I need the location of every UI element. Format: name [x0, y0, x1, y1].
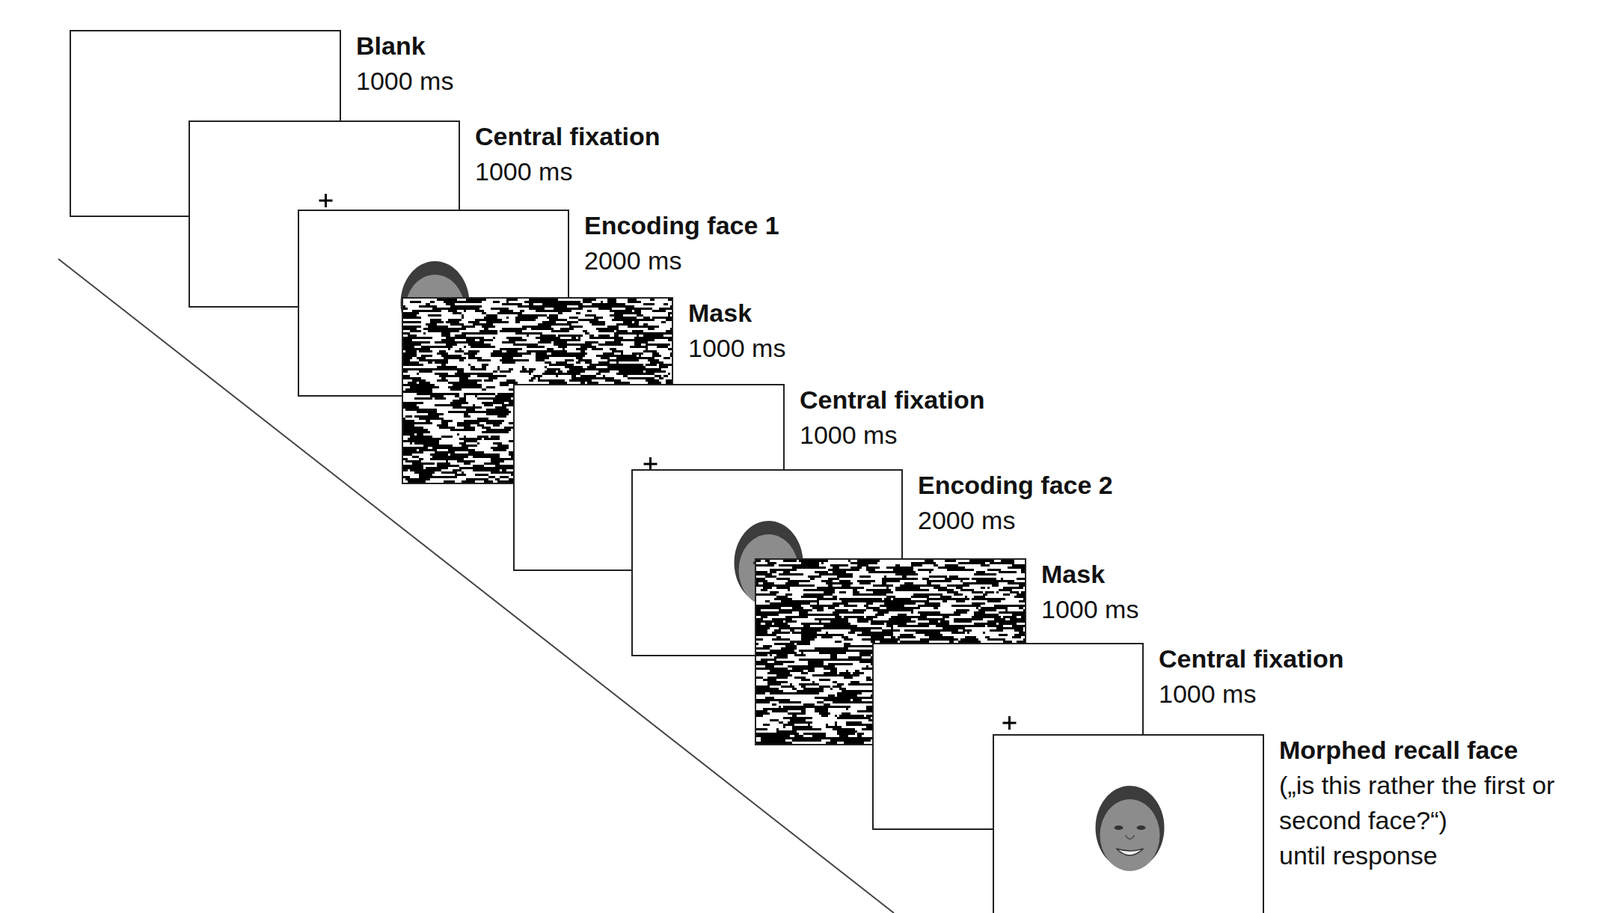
screen-label: Encoding face 12000 ms: [584, 207, 780, 279]
screen-title: Central fixation: [474, 118, 660, 155]
screen-label: Mask1000 ms: [1041, 556, 1139, 627]
screen-title: Central fixation: [1158, 641, 1344, 677]
screen-title: Morphed recall face: [1279, 732, 1594, 768]
screen-title: Blank: [356, 28, 454, 64]
screen-label: Blank1000 ms: [356, 28, 454, 99]
screen-title: Encoding face 2: [917, 467, 1114, 503]
screen-label: Encoding face 22000 ms: [917, 467, 1114, 538]
screen-detail: until response: [1279, 837, 1594, 873]
screen-label: Mask1000 ms: [688, 295, 786, 366]
screen-detail: („is this rather the first or second fac…: [1279, 767, 1594, 838]
screen-detail: 1000 ms: [1041, 591, 1139, 627]
screen-detail: 2000 ms: [584, 243, 780, 279]
screen-label: Central fixation1000 ms: [474, 118, 660, 190]
screen-detail: 1000 ms: [1158, 676, 1344, 712]
screen-detail: 1000 ms: [799, 417, 985, 453]
screen-title: Mask: [688, 295, 786, 331]
screen-title: Encoding face 1: [584, 207, 780, 244]
screen-detail: 1000 ms: [474, 154, 660, 190]
screen-label: Central fixation1000 ms: [1158, 641, 1344, 712]
screen-detail: 1000 ms: [356, 63, 454, 99]
screen-illustration: [994, 735, 1263, 913]
fixation-cross: [1003, 715, 1017, 730]
screen-title: Central fixation: [799, 382, 985, 418]
face-photo: [1095, 785, 1165, 871]
screen-label: Morphed recall face(„is this rather the …: [1279, 732, 1594, 873]
screen-label: Central fixation1000 ms: [799, 382, 985, 453]
time-axis-line: [58, 258, 894, 913]
screen-box: Morphed recall face(„is this rather the …: [992, 733, 1265, 913]
screen-detail: 2000 ms: [917, 502, 1114, 538]
screen-detail: 1000 ms: [688, 330, 786, 366]
screen-title: Mask: [1041, 556, 1139, 592]
fixation-cross: [319, 193, 333, 208]
